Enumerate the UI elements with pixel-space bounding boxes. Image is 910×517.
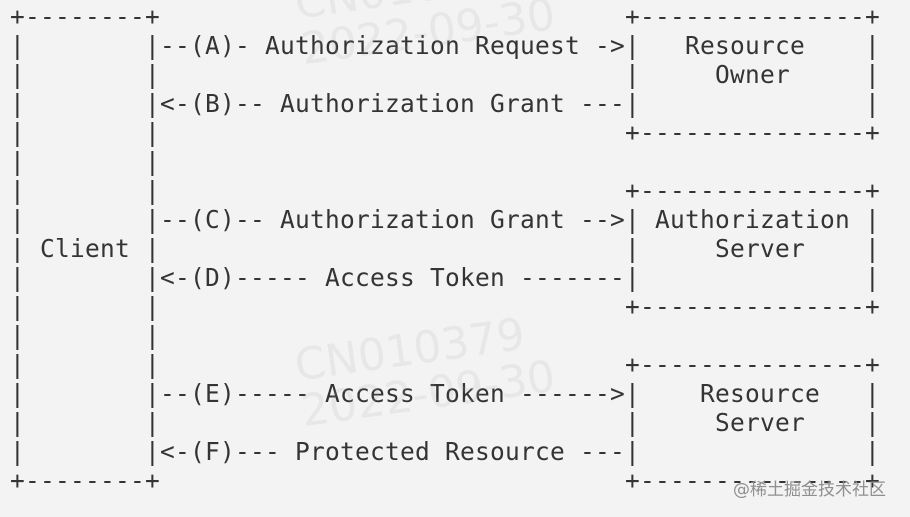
diagram-line: | | +---------------+ — [10, 292, 881, 321]
diagram-line: | | — [10, 147, 161, 176]
diagram-line: | |<-(F)--- Protected Resource ---| | — [10, 437, 881, 466]
diagram-line: | | | Owner | — [10, 60, 881, 89]
site-credit: @稀土掘金技术社区 — [733, 480, 886, 500]
diagram-line: | | — [10, 321, 161, 350]
diagram-line: | | +---------------+ — [10, 118, 881, 147]
diagram-line: +--------+ +---------------+ — [10, 466, 881, 495]
diagram-line: | Client | | Server | — [10, 234, 881, 263]
diagram-line: | |--(A)- Authorization Request ->| Reso… — [10, 31, 881, 60]
diagram-line: | |--(E)----- Access Token ------>| Reso… — [10, 379, 881, 408]
diagram-line: +--------+ +---------------+ — [10, 2, 881, 31]
diagram-line: | | +---------------+ — [10, 176, 881, 205]
diagram-line: | |<-(B)-- Authorization Grant ---| | — [10, 89, 881, 118]
diagram-line: | | | Server | — [10, 408, 881, 437]
diagram-line: | | +---------------+ — [10, 350, 881, 379]
diagram-line: | |<-(D)----- Access Token -------| | — [10, 263, 881, 292]
diagram-line: | |--(C)-- Authorization Grant -->| Auth… — [10, 205, 881, 234]
